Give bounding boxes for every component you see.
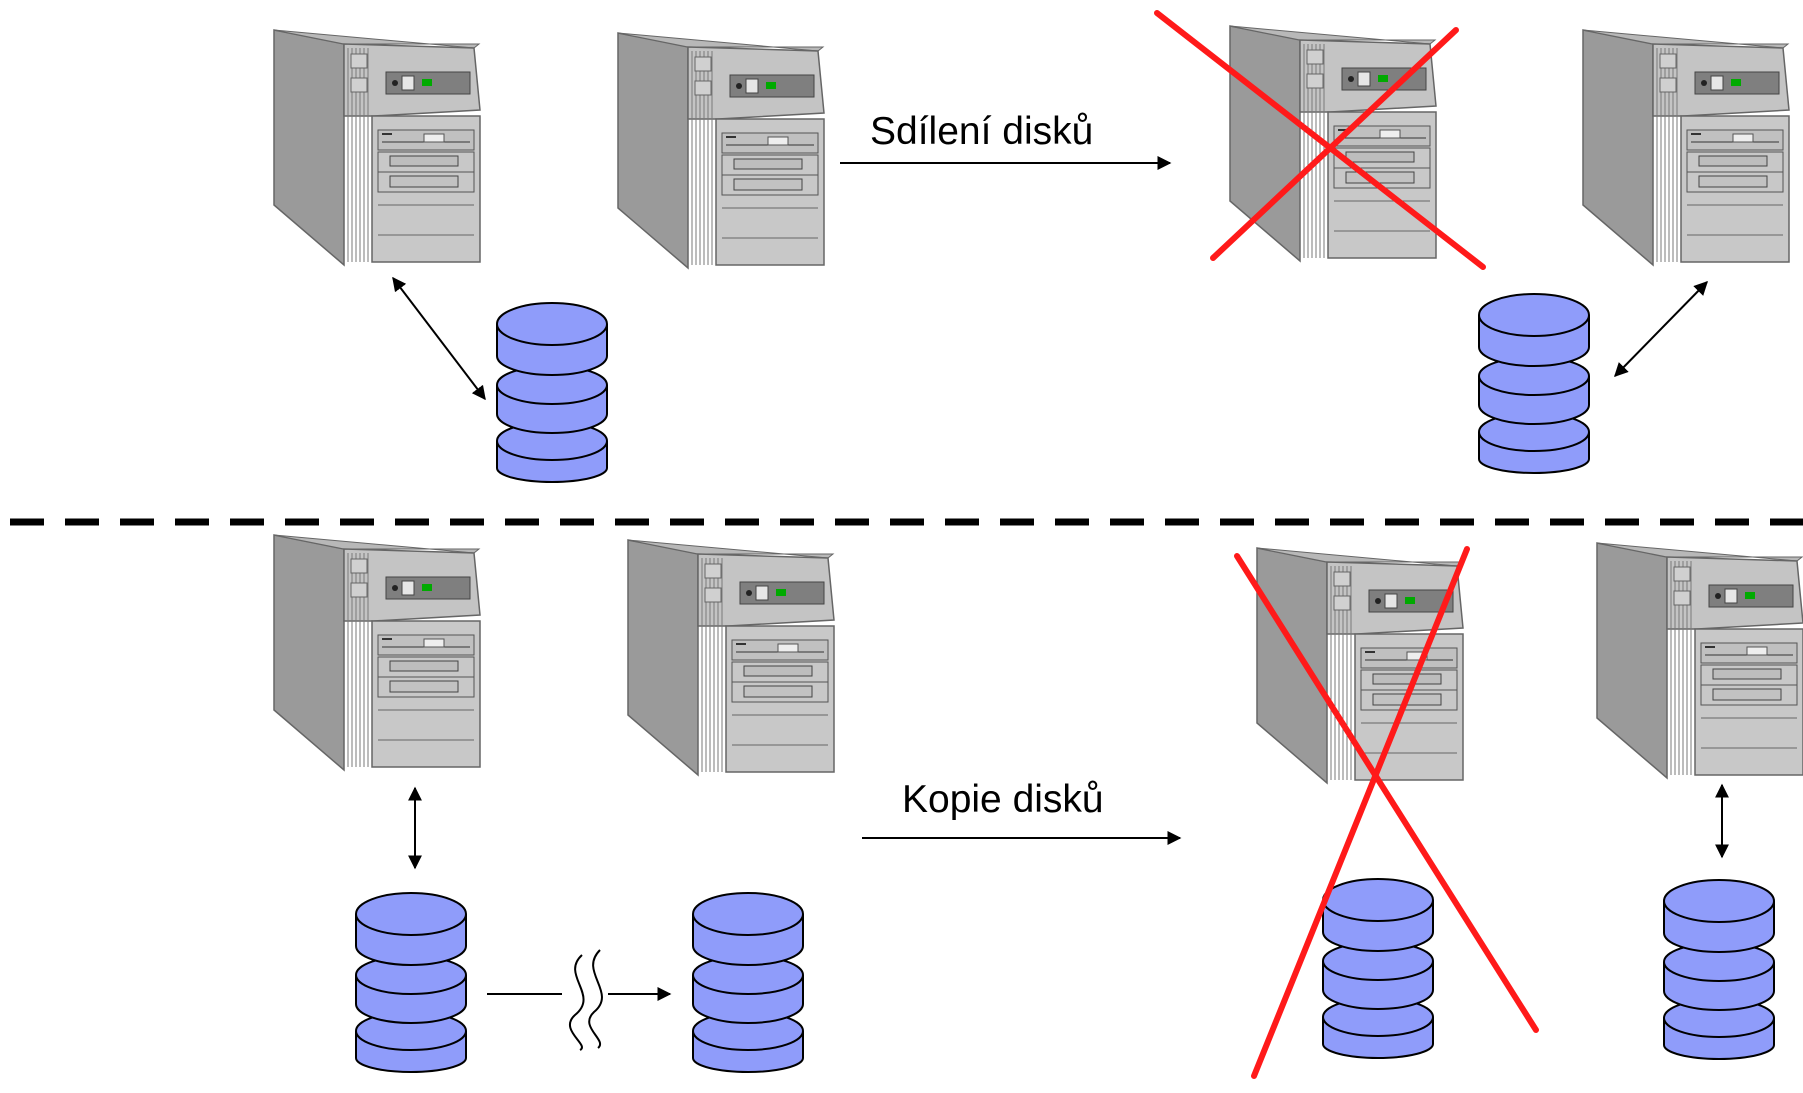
server-icon: [273, 534, 481, 771]
server-icon: [1582, 29, 1790, 266]
connection-arrow: [1614, 280, 1708, 378]
disk-copy-label: Kopie disků: [902, 778, 1104, 821]
server-icon: [617, 32, 825, 269]
disk-sharing-label: Sdílení disků: [870, 110, 1094, 153]
disk-stack-icon: [355, 892, 467, 1073]
server-icon: [1596, 542, 1803, 779]
red-cross-icon: [1154, 10, 1486, 270]
server-icon: [627, 539, 835, 776]
disk-stack-icon: [496, 302, 608, 483]
disk-stack-icon: [692, 892, 804, 1073]
replication-link: [487, 949, 672, 1051]
server-icon: [273, 29, 481, 266]
connection-arrow: [392, 276, 486, 401]
disk-stack-icon: [1478, 293, 1590, 474]
red-cross-icon: [1234, 546, 1539, 1079]
disk-stack-icon: [1322, 878, 1434, 1059]
disk-stack-icon: [1663, 879, 1775, 1060]
